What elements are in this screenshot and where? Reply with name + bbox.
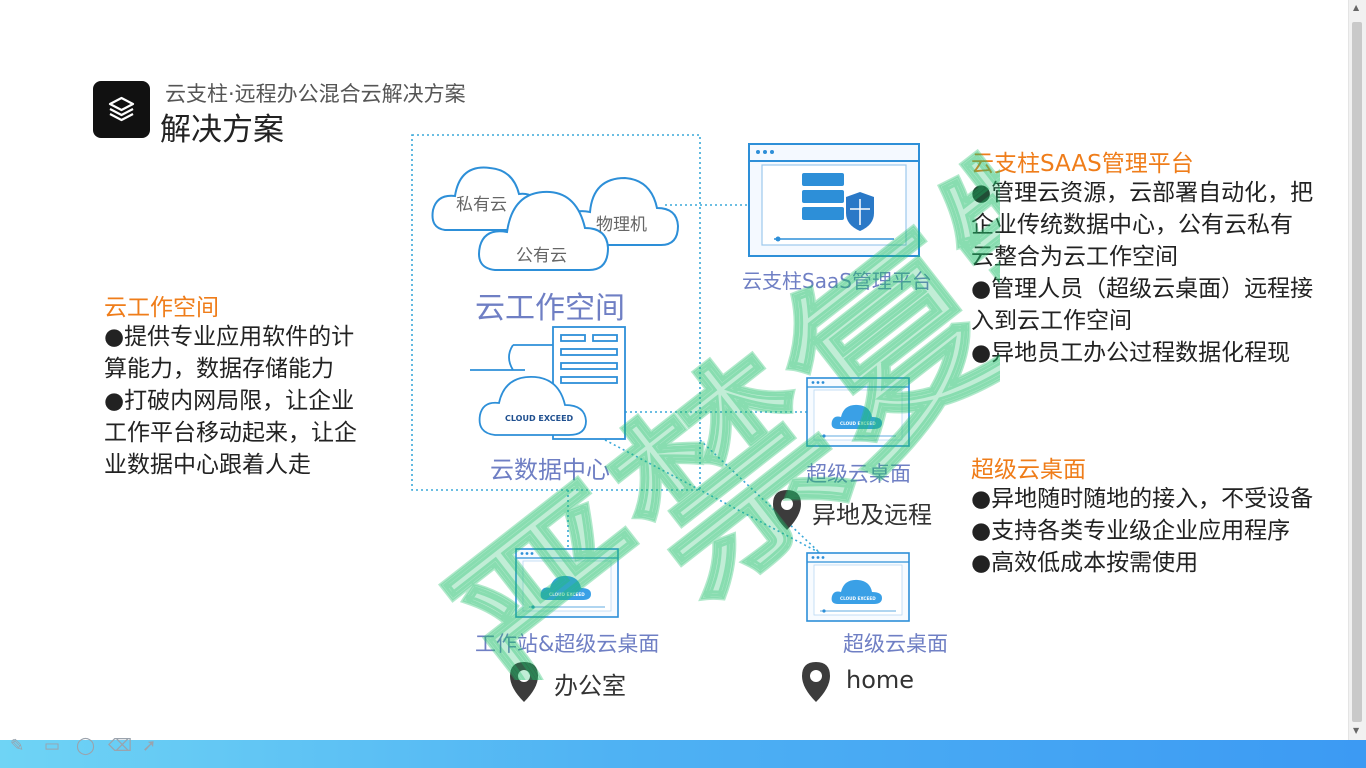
text-line: 业数据中心跟着人走 — [104, 452, 311, 478]
bottom-progress-bar — [0, 740, 1366, 768]
shield-icon — [846, 192, 874, 231]
text-line: ●异地随时随地的接入，不受设备 — [971, 486, 1314, 512]
saas-description: ●管理云资源，云部署自动化，把 企业传统数据中心，公有云私有 云整合为云工作空间… — [971, 177, 1356, 369]
desktop-remote-label: 超级云桌面 — [806, 462, 911, 486]
text-line: 企业传统数据中心，公有云私有 — [971, 212, 1293, 238]
scroll-up-icon[interactable]: ▲ — [1353, 3, 1360, 12]
pin-office-label: 办公室 — [554, 672, 626, 700]
desktop-description: ●异地随时随地的接入，不受设备 ●支持各类专业级企业应用程序 ●高效低成本按需使… — [971, 483, 1356, 579]
datacenter-brand: CLOUD EXCEED — [505, 414, 574, 423]
desktop-home-label: 超级云桌面 — [843, 632, 948, 656]
text-line: 算能力，数据存储能力 — [104, 356, 334, 382]
slide-subtitle: 云支柱·远程办公混合云解决方案 — [165, 82, 466, 106]
pin-home-label: home — [846, 666, 915, 694]
eraser-icon[interactable]: ⌫ — [108, 736, 133, 756]
text-line: 入到云工作空间 — [971, 308, 1132, 334]
saas-heading: 云支柱SAAS管理平台 — [971, 151, 1194, 177]
location-pin-icon — [510, 662, 538, 702]
pen-icon[interactable]: ✎ — [10, 736, 25, 756]
datacenter-label: 云数据中心 — [490, 456, 610, 484]
svg-text:CLOUD EXCEED: CLOUD EXCEED — [840, 596, 876, 601]
highlighter-icon[interactable]: ▭ — [44, 736, 61, 756]
vertical-scrollbar[interactable]: ▲ ▼ — [1348, 0, 1366, 740]
physical-machine-label: 物理机 — [596, 215, 647, 235]
pointer-icon[interactable]: ➚ — [142, 736, 157, 756]
desktop-home-icon: CLOUD EXCEED — [806, 552, 910, 622]
slide-title: 解决方案 — [160, 112, 284, 148]
desktop-office-label: 工作站&超级云桌面 — [475, 632, 660, 656]
layers-icon — [93, 81, 150, 138]
text-line: ●打破内网局限，让企业 — [104, 388, 355, 414]
scroll-down-icon[interactable]: ▼ — [1353, 726, 1360, 735]
text-line: ●异地员工办公过程数据化程现 — [971, 340, 1291, 366]
text-line: ●高效低成本按需使用 — [971, 550, 1199, 576]
location-pin-icon — [802, 662, 830, 702]
svg-text:CLOUD EXCEED: CLOUD EXCEED — [549, 592, 585, 597]
text-line: 工作平台移动起来，让企 — [104, 420, 357, 446]
workspace-frame — [411, 134, 701, 491]
scrollbar-thumb[interactable] — [1352, 22, 1362, 722]
saas-platform-icon — [748, 143, 920, 257]
text-line: ●提供专业应用软件的计 — [104, 324, 355, 350]
datacenter-icon: CLOUD EXCEED — [470, 326, 626, 440]
lasso-icon[interactable]: ◯ — [76, 736, 96, 756]
desktop-remote-icon: CLOUD EXCEED — [806, 377, 910, 447]
workspace-description: ●提供专业应用软件的计 算能力，数据存储能力 ●打破内网局限，让企业 工作平台移… — [104, 321, 404, 481]
text-line: ●管理人员（超级云桌面）远程接 — [971, 276, 1314, 302]
desktop-heading: 超级云桌面 — [971, 457, 1086, 483]
saas-platform-label: 云支柱SaaS管理平台 — [742, 269, 932, 293]
pin-remote-label: 异地及远程 — [812, 501, 932, 529]
desktop-office-icon: CLOUD EXCEED — [515, 548, 619, 618]
workspace-heading: 云工作空间 — [104, 295, 219, 321]
workspace-diagram-label: 云工作空间 — [475, 291, 625, 326]
cloud-cluster — [431, 166, 680, 271]
text-line: ●管理云资源，云部署自动化，把 — [971, 180, 1314, 206]
location-pin-icon — [773, 490, 801, 530]
connector-line — [604, 439, 821, 554]
public-cloud-icon — [478, 190, 610, 271]
diagram-connectors — [411, 134, 821, 554]
text-line: 云整合为云工作空间 — [971, 244, 1178, 270]
text-line: ●支持各类专业级企业应用程序 — [971, 518, 1291, 544]
svg-text:CLOUD EXCEED: CLOUD EXCEED — [840, 421, 876, 426]
private-cloud-label: 私有云 — [456, 195, 507, 215]
public-cloud-label: 公有云 — [516, 246, 567, 266]
